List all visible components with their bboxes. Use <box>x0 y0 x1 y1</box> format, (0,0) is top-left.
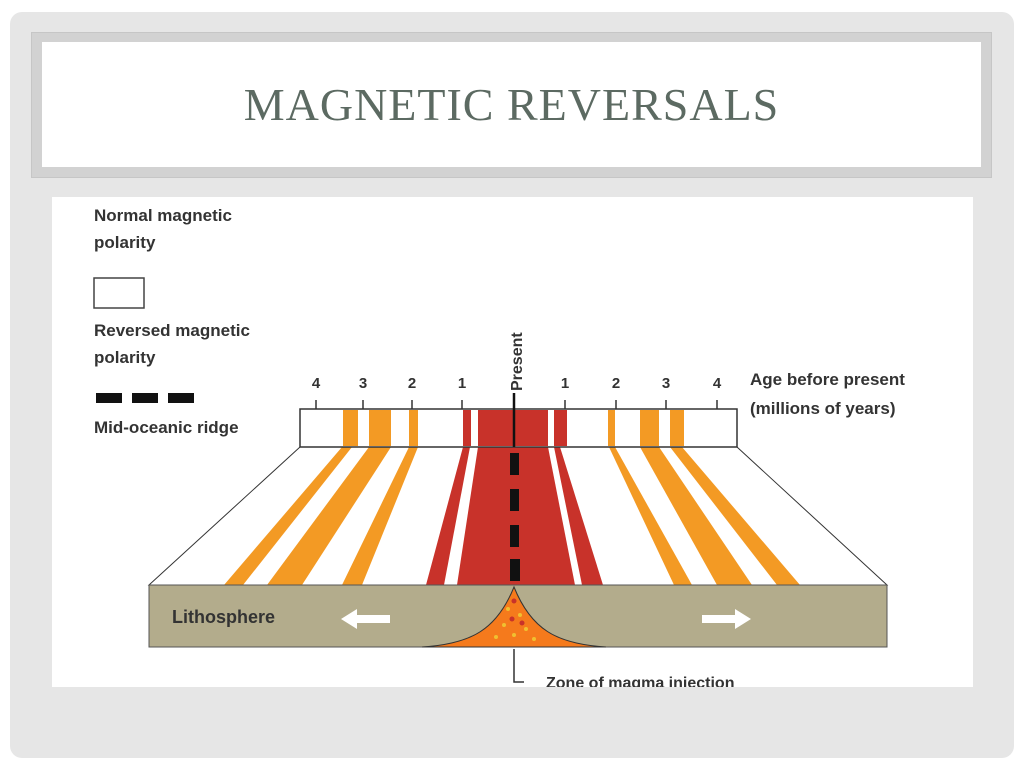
stripe-left-2 <box>342 447 418 585</box>
age-axis-label-line2: (millions of years) <box>750 399 895 418</box>
tick-right-1: 1 <box>561 375 569 392</box>
tick-left-4: 4 <box>312 375 321 392</box>
stripe-left-1 <box>426 447 470 585</box>
stripe-left-4 <box>224 447 352 585</box>
stripe-right-3 <box>640 447 752 585</box>
legend-reversed-label-line2: polarity <box>94 348 156 367</box>
tick-left-1: 1 <box>458 375 466 392</box>
sea-floor-stripes <box>224 447 800 585</box>
magma-speckles <box>494 607 536 641</box>
stripe-right-4 <box>670 447 800 585</box>
timeline-ticks <box>315 400 718 409</box>
stripe-left-3 <box>267 447 391 585</box>
slide-title: MAGNETIC REVERSALS <box>243 79 780 130</box>
stripe-right-1 <box>554 447 603 585</box>
left-spreading-arrow-icon <box>341 609 390 629</box>
magma-core <box>509 598 525 626</box>
lithosphere-label: Lithosphere <box>172 607 275 627</box>
tick-right-3: 3 <box>662 375 670 392</box>
age-axis-label-line1: Age before present <box>750 370 905 389</box>
present-label: Present <box>509 332 526 391</box>
tick-right-4: 4 <box>713 375 722 392</box>
mid-ocean-ridge-dashes <box>510 453 520 581</box>
magma-zone-leader-line <box>513 649 524 683</box>
title-frame: MAGNETIC REVERSALS <box>31 32 992 178</box>
diagram-svg: Normal magnetic polarity Reversed magnet… <box>93 206 905 687</box>
timeline-tick-labels: 4 3 2 1 1 2 3 4 <box>312 375 722 392</box>
legend-normal-swatch <box>93 277 145 309</box>
legend-reversed-label-line1: Reversed magnetic <box>94 321 250 340</box>
magnetic-reversal-diagram: Normal magnetic polarity Reversed magnet… <box>52 197 973 687</box>
magma-zone-label: Zone of magma injection <box>546 675 734 687</box>
stripe-right-2 <box>609 447 692 585</box>
magma-plume <box>421 585 607 648</box>
tick-left-3: 3 <box>359 375 367 392</box>
tick-left-2: 2 <box>408 375 416 392</box>
legend-normal-label-line2: polarity <box>94 233 156 252</box>
legend-ridge-label: Mid-oceanic ridge <box>94 418 239 437</box>
right-spreading-arrow-icon <box>702 609 751 629</box>
title-panel: MAGNETIC REVERSALS <box>42 42 981 167</box>
stripe-center <box>457 447 575 585</box>
tick-right-2: 2 <box>612 375 620 392</box>
legend-ridge-dash-swatch <box>96 393 194 403</box>
legend-normal-label-line1: Normal magnetic <box>94 206 232 225</box>
timeline-bands <box>343 410 684 446</box>
